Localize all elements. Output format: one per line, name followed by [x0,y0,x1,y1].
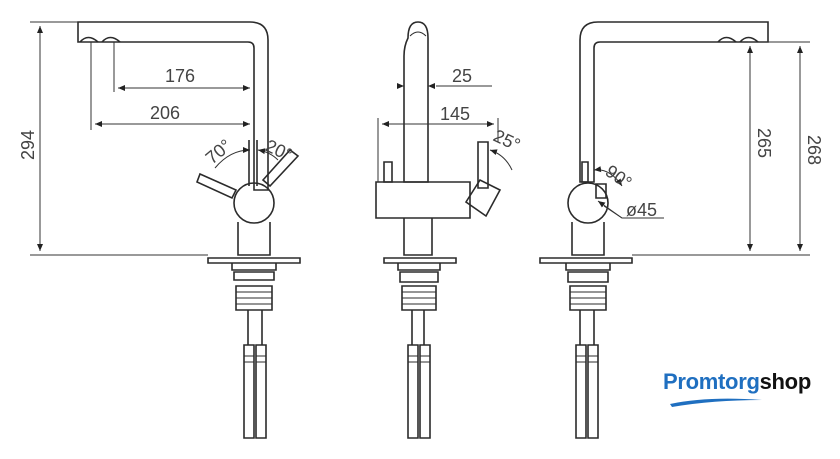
dim-176: 176 [165,66,195,86]
dim-145: 145 [440,104,470,124]
dim-268: 268 [804,135,824,165]
brand-logo: Promtorgshop [663,369,811,395]
brand-part2: shop [759,369,812,394]
dim-25: 25 [452,66,472,86]
left-view [30,21,301,439]
dim-265: 265 [754,128,774,158]
brand-part1: Promtorg [663,369,760,394]
dim-angle-70: 70° [202,135,236,168]
right-view [539,21,810,439]
dim-294: 294 [18,130,38,160]
middle-view [375,21,513,439]
dim-angle-25: 25° [490,125,523,155]
brand-swoosh-icon [670,398,762,407]
dim-diameter-45: ø45 [626,200,657,220]
dim-206: 206 [150,103,180,123]
